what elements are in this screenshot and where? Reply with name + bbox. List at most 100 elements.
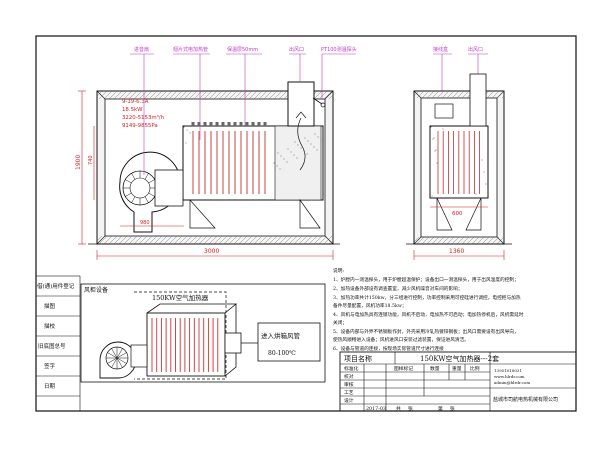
insulation-dot: [317, 136, 319, 138]
hatch-line: [268, 90, 278, 100]
fan-blade: [111, 357, 118, 368]
dim-height: 1900: [75, 155, 82, 170]
side-view: [406, 73, 512, 245]
side-table-cell: 旧底图总号: [38, 342, 66, 350]
side-table-cell: 日期: [44, 383, 56, 390]
svg-text:使热风顺畅进入设备；风机进风口安装过滤装置，保证进风清洁。: 使热风顺畅进入设备；风机进风口安装过滤装置，保证进风清洁。: [333, 336, 469, 343]
title-row-label: 校对: [344, 373, 354, 380]
hatch-line: [456, 90, 465, 99]
hatch-line: [416, 236, 425, 245]
hatch-line: [426, 236, 435, 245]
svg-text:备件尽量配置，风机功率18.5kw；: 备件尽量配置，风机功率18.5kw；: [333, 302, 407, 309]
title-page-label: 张: [408, 405, 413, 412]
fan-blade: [148, 179, 155, 184]
title-col-label: 图样标记: [394, 365, 413, 372]
fan-blade: [107, 357, 118, 364]
hatch-line: [183, 90, 193, 100]
hatch-line: [501, 95, 505, 99]
hatch-line: [273, 235, 283, 245]
insulation-dot: [432, 138, 434, 140]
insulation-dot: [434, 150, 436, 152]
terminal-cap: [245, 122, 249, 126]
hatch-line: [228, 235, 238, 245]
hatch-line: [98, 235, 108, 245]
fan-blade: [148, 192, 155, 197]
hatch-line: [258, 235, 268, 245]
svg-text:关闭；: 关闭；: [333, 319, 347, 326]
hatch-line: [436, 236, 445, 245]
title-date: 2017-03: [366, 406, 386, 412]
fan-specs: 9-19-6.3A 18.5kW 3220-5153m³/h 9149-9855…: [122, 99, 164, 129]
svg-text:18.5kW: 18.5kW: [122, 107, 143, 113]
callout-outlet-side: 出风口: [468, 46, 483, 53]
hatch-line: [293, 235, 303, 245]
hatch-line: [426, 90, 435, 99]
hatch-line: [258, 90, 268, 100]
hatch-line: [128, 235, 138, 245]
insulation-dot: [313, 146, 315, 148]
company-name: 盐城市司航电热机械有限公司: [493, 396, 558, 403]
terminal-cap: [197, 122, 201, 126]
fan-blade: [125, 192, 132, 197]
hatch-line: [193, 235, 203, 245]
hatch-line: [158, 235, 168, 245]
hatch-line: [173, 235, 183, 245]
hatch-line: [96, 235, 103, 242]
svg-text:3、加热功率共计150kw，分三组进行控制，功率控制采用可控: 3、加热功率共计150kw，分三组进行控制，功率控制采用可控硅进行调控，电控柜与…: [333, 294, 521, 301]
hatch-line: [233, 235, 243, 245]
hatch-line: [218, 90, 228, 100]
callout-junction: 接线盒: [433, 46, 448, 53]
hatch-line: [446, 90, 455, 99]
hatch-line: [273, 90, 283, 100]
svg-text:说明:: 说明:: [333, 267, 344, 274]
hatch-line: [421, 90, 430, 99]
callout-heater: 翅片式电加热管: [173, 46, 208, 53]
terminal-cap: [257, 122, 261, 126]
insulation-dot: [431, 195, 433, 197]
hatch-line: [451, 236, 460, 245]
insulation-dot: [276, 165, 278, 167]
fan-blade: [111, 348, 118, 359]
hatch-line: [143, 235, 153, 245]
insulation-dot: [483, 171, 485, 173]
insulation-dot: [277, 152, 279, 154]
insulation-dot: [290, 151, 292, 153]
project-label: 项目名称: [344, 354, 372, 363]
hatch-line: [113, 90, 123, 100]
side-table-cell: 签字: [44, 362, 56, 370]
hatch-line: [318, 90, 328, 100]
dim-inner-height: 740: [88, 155, 94, 165]
hatch-line: [183, 235, 193, 245]
title-page-label: 共: [396, 405, 401, 412]
notes: 说明: 1、炉膛内一测温探头，用于炉膛超温保护；设备出口一测温探头，用于出风温度…: [333, 267, 524, 352]
hatch-line: [313, 235, 323, 245]
hatch-line: [436, 90, 445, 99]
hatch-line: [238, 235, 248, 245]
svg-text:6、设备与管道的连接，按现场实际管道尺寸进行连接: 6、设备与管道的连接，按现场实际管道尺寸进行连接: [333, 345, 444, 352]
hatch-line: [118, 90, 128, 100]
title-col-label: 数量: [430, 365, 440, 372]
hatch-line: [188, 90, 198, 100]
title-col-label: 重量: [452, 365, 462, 372]
hatch-line: [288, 235, 298, 245]
insulation-dot: [287, 148, 289, 150]
hatch-line: [228, 90, 238, 100]
dim-side-width: 1360: [449, 248, 464, 255]
hatch-line: [173, 90, 183, 100]
inset-heater-title: 150KW空气加热器: [152, 293, 209, 302]
terminal-cap: [251, 122, 255, 126]
hatch-line: [223, 90, 233, 100]
hatch-line: [233, 90, 243, 100]
title-block: [339, 351, 577, 412]
hatch-line: [243, 235, 253, 245]
hatch-line: [496, 90, 505, 99]
fan-blade: [144, 173, 149, 180]
contact-line: admin@hlrdr.com: [494, 380, 530, 385]
hatch-line: [143, 90, 153, 100]
hatch-line: [198, 235, 208, 245]
hatch-line: [413, 236, 420, 243]
insulation-dot: [481, 159, 483, 161]
hatch-line: [208, 235, 218, 245]
hatch-line: [466, 236, 475, 245]
